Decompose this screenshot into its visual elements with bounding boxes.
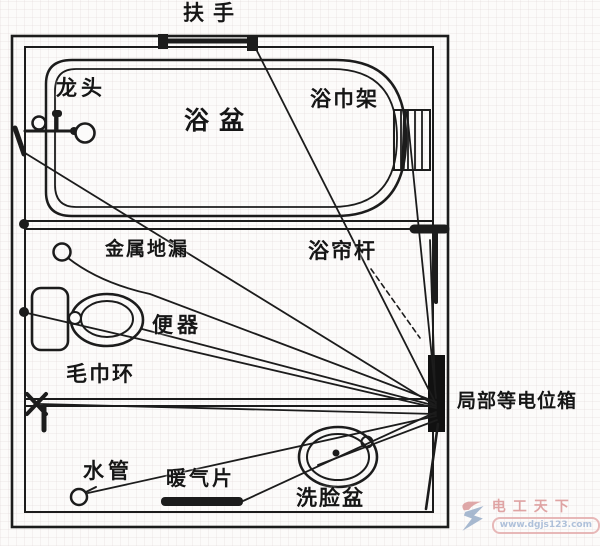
site-watermark: 电工天下 www.dgjs123.com <box>458 491 600 543</box>
label-shower-curtain-rod: 浴帘杆 <box>308 239 377 263</box>
label-water-pipe: 水管 <box>83 459 133 483</box>
curtain-rod-leader <box>370 268 421 339</box>
handrail-shape <box>158 34 258 51</box>
label-equipotential-box: 局部等电位箱 <box>457 390 578 412</box>
water-pipe-shape <box>69 486 97 507</box>
faucet-shape <box>12 110 96 157</box>
floor-drain-shape <box>52 242 72 262</box>
label-towel-rack: 浴巾架 <box>310 87 379 111</box>
watermark-url: www.dgjs123.com <box>491 517 600 534</box>
label-towel-ring: 毛巾环 <box>66 362 135 386</box>
outer-wall <box>10 34 450 529</box>
label-faucet: 龙头 <box>56 76 106 100</box>
label-wash-basin: 洗脸盆 <box>296 486 365 510</box>
watermark-logo-icon <box>462 501 484 531</box>
label-toilet: 便器 <box>152 313 202 337</box>
bonding-conductors <box>24 44 440 511</box>
bathtub-shape <box>44 58 408 218</box>
label-handrail: 扶手 <box>183 1 243 25</box>
watermark-site-name: 电工天下 <box>491 499 576 516</box>
radiator-shape <box>161 497 243 506</box>
label-metal-floor-drain: 金属地漏 <box>105 238 190 260</box>
label-bathtub: 浴盆 <box>184 106 255 135</box>
label-radiator: 暖气片 <box>166 466 235 490</box>
toilet-shape <box>19 286 145 352</box>
divider-wall-upper <box>19 219 450 304</box>
